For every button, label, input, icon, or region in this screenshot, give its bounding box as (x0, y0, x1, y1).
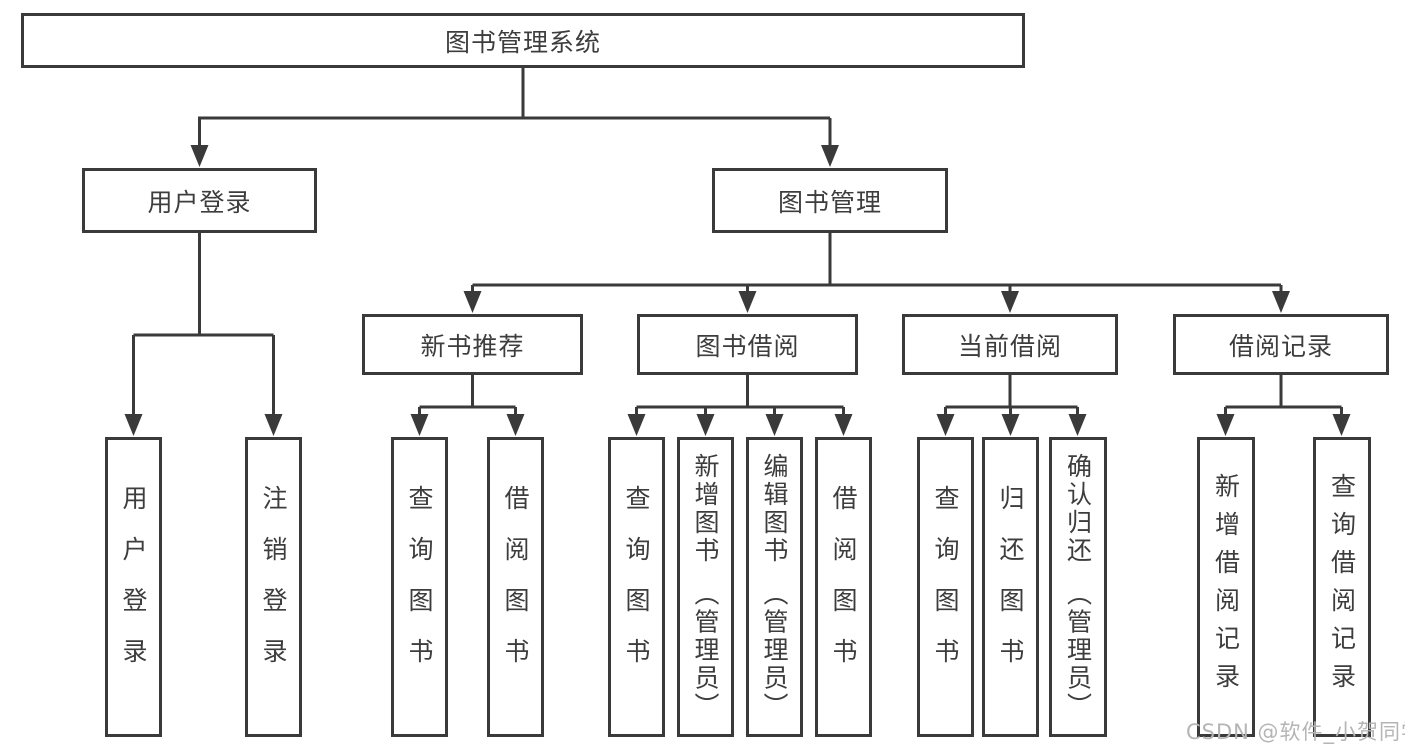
leaf-return-book-label: 归还图书 (996, 485, 1025, 689)
leaf-borrow-edit-book-label: 编辑图书 （管理员） (760, 453, 789, 721)
arrowhead-icon (463, 291, 482, 313)
arrowhead-icon (1332, 414, 1351, 436)
node-book-borrow-label: 图书借阅 (695, 331, 800, 361)
arrowhead-icon (696, 414, 715, 436)
connector-borrow-records-to-leaves (1224, 375, 1343, 419)
arrowhead-icon (1068, 414, 1087, 436)
node-borrow-records-label: 借阅记录 (1228, 331, 1333, 361)
node-book-mgmt: 图书管理 (712, 168, 948, 233)
node-book-borrow: 图书借阅 (637, 314, 858, 375)
connector-user-login-to-leaves (132, 233, 275, 419)
arrowhead-icon (765, 414, 784, 436)
node-current-borrow: 当前借阅 (902, 314, 1118, 375)
leaf-confirm-return-label: 确认归还 （管理员） (1063, 453, 1093, 721)
leaf-logout: 注销登录 (245, 437, 302, 737)
node-root-label: 图书管理系统 (444, 27, 601, 57)
node-user-login: 用户登录 (82, 168, 317, 233)
connector-book-borrow-to-leaves (635, 375, 845, 419)
arrowhead-icon (124, 414, 143, 436)
connector-root-to-level2 (198, 68, 832, 150)
leaf-return-book: 归还图书 (982, 437, 1039, 737)
node-borrow-records: 借阅记录 (1173, 314, 1389, 375)
arrowhead-icon (1272, 291, 1290, 313)
leaf-add-record-label: 新增借阅记录 (1211, 473, 1241, 701)
leaf-borrow-search-label: 查询图书 (622, 485, 651, 689)
connector-current-borrow-to-leaves (944, 375, 1079, 419)
leaf-newbook-search-label: 查询图书 (405, 485, 434, 689)
leaf-borrow-edit-book: 编辑图书 （管理员） (746, 437, 803, 737)
arrowhead-icon (821, 145, 839, 167)
leaf-borrow-book-label: 借阅图书 (829, 485, 858, 689)
leaf-user-login: 用户登录 (105, 437, 162, 737)
node-book-mgmt-label: 图书管理 (777, 187, 882, 217)
leaf-borrow-add-book-label: 新增图书 （管理员） (691, 453, 720, 721)
leaf-borrow-search: 查询图书 (608, 437, 665, 737)
arrowhead-icon (1216, 414, 1235, 436)
connector-book-mgmt-to-level3 (471, 233, 1283, 297)
leaf-current-search: 查询图书 (917, 437, 974, 737)
node-current-borrow-label: 当前借阅 (957, 331, 1062, 361)
leaf-confirm-return: 确认归还 （管理员） (1049, 437, 1107, 737)
arrowhead-icon (627, 414, 646, 436)
connector-new-books-to-leaves (418, 375, 517, 419)
leaf-search-record: 查询借阅记录 (1313, 437, 1371, 737)
leaf-add-record: 新增借阅记录 (1197, 437, 1255, 737)
arrowhead-icon (834, 414, 853, 436)
arrowhead-icon (1001, 291, 1019, 313)
leaf-newbook-borrow-label: 借阅图书 (501, 485, 530, 689)
arrowhead-icon (936, 414, 955, 436)
node-root: 图书管理系统 (21, 13, 1025, 68)
arrowhead-icon (738, 291, 757, 313)
watermark: CSDN @软件_小贺同学 (1186, 720, 1405, 744)
node-new-books: 新书推荐 (362, 314, 583, 375)
leaf-newbook-search: 查询图书 (391, 437, 448, 737)
arrowhead-icon (264, 414, 283, 436)
arrowhead-icon (1001, 414, 1020, 436)
leaf-current-search-label: 查询图书 (931, 485, 960, 689)
arrowhead-icon (506, 414, 525, 436)
leaf-newbook-borrow: 借阅图书 (487, 437, 544, 737)
arrowhead-icon (190, 145, 209, 167)
node-new-books-label: 新书推荐 (420, 331, 525, 361)
leaf-search-record-label: 查询借阅记录 (1327, 473, 1357, 701)
leaf-borrow-add-book: 新增图书 （管理员） (677, 437, 734, 737)
leaf-logout-label: 注销登录 (259, 485, 288, 689)
arrowhead-icon (410, 414, 429, 436)
node-user-login-label: 用户登录 (147, 187, 252, 217)
leaf-user-login-label: 用户登录 (119, 485, 148, 689)
leaf-borrow-book: 借阅图书 (815, 437, 872, 737)
